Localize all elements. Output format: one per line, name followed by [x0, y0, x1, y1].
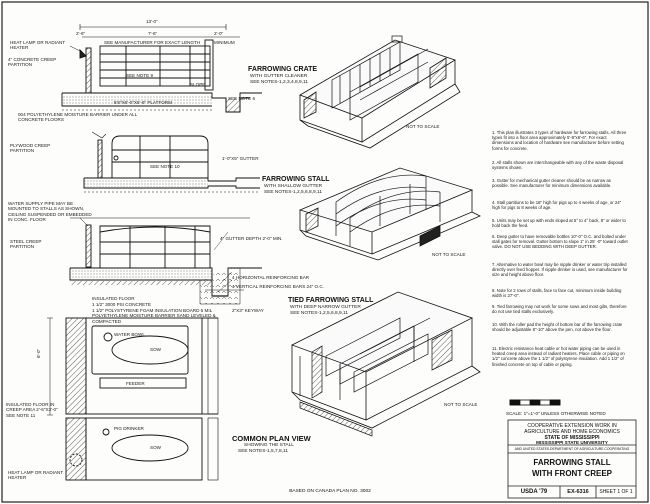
heading-crate-sub2: See Notes-1,2,3,4,8,9,11: [250, 80, 309, 85]
heading-crate: Farrowing Crate: [248, 66, 318, 73]
title-sheet: Sheet 1 of 1: [599, 489, 633, 495]
label-steel-creep: Steel Creep Partition: [10, 239, 42, 250]
note-6: 6. Deep gutter to have removable bottles…: [492, 234, 628, 250]
title-main-1: Farrowing Stall: [533, 458, 611, 467]
tied-section-drawing: [69, 217, 262, 305]
heading-stall: Farrowing Stall: [262, 176, 330, 183]
label-not-to-scale-1: Not to Scale: [406, 124, 440, 129]
tied-isometric-drawing: [290, 291, 481, 437]
note-1: 1. This plan illustrates 3 types of hard…: [492, 130, 627, 151]
label-concrete-creep: 4" Concrete Creep Partition: [8, 57, 57, 68]
label-heat-lamp: Heat Lamp or Radiant Heater: [10, 40, 66, 51]
dim-plan-length: 6'-0": [36, 348, 41, 358]
label-plywood-creep: Plywood Creep Partition: [10, 143, 51, 154]
title-coop-2: Agriculture and Home Economics: [524, 429, 620, 435]
label-see-note-6: See Note 6: [228, 96, 256, 101]
dim-platform: 5'8"x6'-0"x6'-6" Platform: [114, 100, 172, 105]
label-not-to-scale-2: Not to Scale: [432, 252, 466, 257]
heading-plan-sub1: Showing the Stall: [244, 443, 294, 448]
note-5: 5. Units may be set up with ends sloped …: [492, 218, 626, 229]
dim-top-overall: 13'-0": [146, 19, 158, 24]
heading-stall-sub1: With Shallow Gutter: [264, 184, 323, 189]
crate-isometric-drawing: [299, 35, 461, 149]
label-see-manufacturer: See Manufacturer for Exact Length: [104, 40, 201, 45]
label-feeder: Feeder: [126, 381, 145, 386]
label-concrete-3000: 1 1/2" 3000 PSI Concrete: [92, 302, 152, 307]
note-11: 11. Electric resistance heat cable or ho…: [492, 346, 625, 367]
note-2: 2. All stalls shown are interchangeable …: [492, 160, 624, 171]
crate-section-drawing: [61, 24, 262, 113]
label-see-note-9: See Note 9: [126, 73, 154, 78]
heading-tied-sub2: See Notes-1,2,5,6,8,9,11: [290, 311, 349, 316]
title-block-frame: [507, 419, 637, 499]
title-usda: USDA '79: [520, 489, 548, 495]
scale-bar: [509, 399, 561, 406]
title-state: State of Mississippi: [544, 435, 600, 441]
note-8: 8. Note for 2 rows of stalls, face to fa…: [492, 288, 622, 299]
label-insulated-creep: Insulated Floor in Creep Area 2'-6"x3'-0…: [6, 402, 58, 418]
dim-creep-width: 2'-6": [76, 31, 86, 36]
dim-gutter-size: 1'-0"x5" Gutter: [222, 156, 259, 161]
note-4: 4. Stall partitions to be 18" high for p…: [492, 200, 622, 211]
label-heat-lamp-2: Heat Lamp or Radiant Heater: [8, 470, 64, 481]
label-not-to-scale-3: Not to Scale: [444, 402, 478, 407]
label-minimum: Minimum: [214, 40, 235, 45]
dim-stall-width: 7'-6": [148, 31, 158, 36]
note-7: 7. Alternative to water bowl may be nipp…: [492, 262, 628, 278]
label-horizontal-bar: 4 Horizontal Reinforcing Bar: [232, 275, 310, 280]
label-sow-2: Sow: [150, 445, 161, 450]
heading-tied: Tied Farrowing Stall: [288, 297, 374, 304]
stall-section-drawing: [83, 131, 260, 193]
note-9: 9. Tied farrowing may not work for some …: [492, 304, 627, 315]
label-insulation-board: 1 1/2" Polystyrene Foam Insulation Board…: [92, 308, 216, 324]
title-main-2: With Front Creep: [532, 469, 612, 478]
title-small: and United States Department of Agricult…: [514, 447, 630, 451]
title-university: Mississippi State University: [536, 440, 608, 445]
title-scale: Scale: 1"=1'-0" Unless Otherwise Noted: [506, 411, 606, 416]
title-coop-1: Cooperative Extension Work in: [527, 423, 617, 429]
heading-crate-sub1: With Gutter Cleaner: [250, 74, 308, 79]
heading-tied-sub1: With Deep Narrow Gutter: [290, 305, 361, 310]
label-water-bowl: Water Bowl: [114, 332, 145, 337]
dim-rear-width: 2'-0": [214, 31, 224, 36]
label-vertical-bars: 4 Vertical Reinforcing Bars 24" O.C.: [232, 284, 324, 289]
title-plan-no: Ex-6316: [567, 489, 589, 495]
dim-gutter-depth: 4" Gutter Depth 2'-0" Min.: [220, 236, 283, 241]
label-see-note-10: See Note 10: [150, 164, 180, 169]
label-moisture-barrier: 004 Polyethylene Moisture Barrier Under …: [18, 112, 137, 123]
label-insulated-floor: Insulated Floor: [92, 296, 135, 301]
label-pig-drinker: Pig Drinker: [114, 426, 144, 431]
label-slope: Slope: [190, 82, 206, 87]
note-3: 3. Gutter for mechanical gutter cleaner …: [492, 178, 612, 189]
plan-view-drawing: [47, 317, 219, 481]
dim-keyway: 2"x3" Keyway: [232, 308, 264, 313]
label-water-supply: Water Supply Pipe May Be Mounted to Stal…: [8, 201, 92, 223]
stall-isometric-drawing: [298, 167, 481, 261]
heading-stall-sub2: See Notes-1,2,5,6,8,9,11: [264, 190, 323, 195]
footer-canada-plan: Based on Canada Plan No. 3002: [289, 489, 371, 494]
note-10: 10. With the roller pad the height of bo…: [492, 322, 623, 333]
label-sow: Sow: [150, 347, 161, 352]
heading-plan-view: Common Plan View: [232, 434, 311, 443]
heading-plan-sub2: See Notes-1,5,7,8,11: [238, 449, 289, 454]
